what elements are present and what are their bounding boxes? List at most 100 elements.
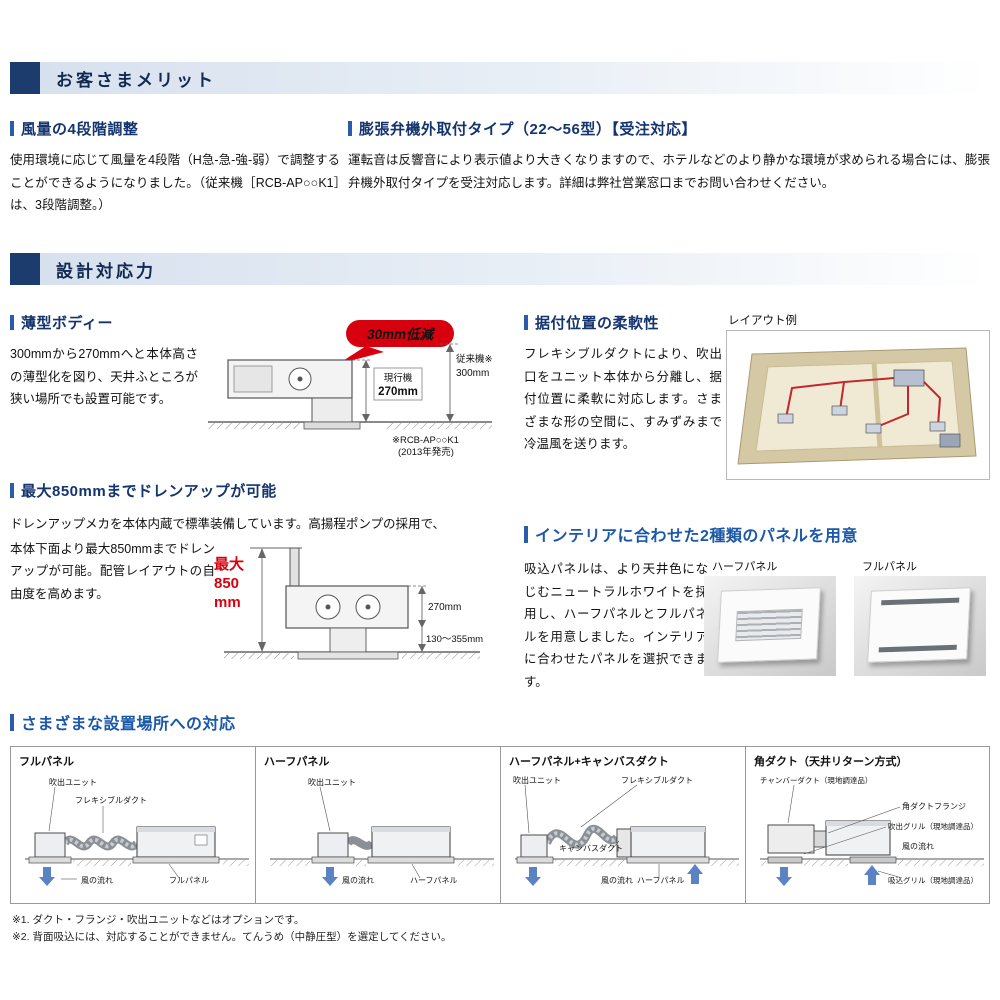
drain-pipe: [289, 547, 300, 587]
ceiling-panel: [297, 651, 399, 660]
heading-marker-icon: [524, 315, 528, 330]
diagram-label: 風の流れ: [81, 875, 113, 885]
footnote-2: ※2. 背面吸込には、対応することができません。てんうめ（中静圧型）を選定してく…: [12, 931, 452, 943]
cell-title: ハーフパネル: [264, 756, 330, 768]
cell-title: フルパネル: [19, 756, 74, 768]
diagram-label: 風の流れ: [601, 875, 633, 885]
outlet-panel: [311, 856, 355, 864]
flexibility-body: フレキシブルダクトにより、吹出口をユニット本体から分離し、据付位置に柔軟に対応し…: [524, 347, 722, 451]
model-note-line1: ※RCB-AP○○K1: [392, 435, 459, 446]
airflow-up-arrow-icon: [864, 865, 880, 885]
diagram-label: キャンバスダクト: [559, 843, 623, 853]
outlet-unit: [34, 832, 66, 858]
half-panel: [626, 856, 710, 864]
drain-up-block: 最大850mmまでドレンアップが可能 ドレンアップメカを本体内蔵で標準装備してい…: [10, 480, 510, 605]
install-cell-full-panel: フルパネル: [11, 747, 256, 903]
current-model-value: 270mm: [378, 386, 418, 398]
outlet-duct: [329, 627, 367, 653]
ceiling-panel: [303, 421, 361, 430]
diagram-label: チャンバーダクト（現地調達品）: [760, 775, 872, 785]
reduction-callout-label: 30mm低減: [367, 327, 436, 342]
legacy-model-label: 従来機※: [456, 353, 493, 365]
airflow-heading: 風量の4段階調整: [10, 118, 340, 139]
half-panel-image: [717, 587, 821, 663]
outlet-panel: [516, 856, 554, 864]
install-cell-square-duct: 角ダクト（天井リターン方式）: [746, 747, 991, 903]
drain-up-diagram: 270mm 130～355mm: [224, 547, 483, 660]
drain-up-heading: 最大850mmまでドレンアップが可能: [10, 480, 510, 501]
outlet-grille: [767, 856, 803, 864]
diagram-label: フルパネル: [169, 876, 209, 885]
flexibility-heading: 据付位置の柔軟性: [524, 312, 722, 333]
footnote-1: ※1. ダクト・フランジ・吹出ユニットなどはオプションです。: [12, 914, 305, 926]
heading-marker-icon: [10, 121, 14, 136]
diagram-label: 吹出ユニット: [513, 775, 561, 785]
unit-body: [285, 585, 409, 629]
thin-body-diagram: 30mm低減 現行機 270mm 従来機※ 300mm ※RCB-AP○○K1 …: [208, 320, 493, 458]
diagram-label: フレキシブルダクト: [621, 775, 693, 785]
partition-wall: [871, 361, 883, 449]
heading-marker-icon: [524, 525, 528, 543]
diagram-label: ハーフパネル: [410, 876, 458, 885]
ceiling-gap-dimension: 130～355mm: [426, 634, 483, 645]
half-panel-diagram: 吹出ユニット 風の流れ ハーフパネル: [270, 777, 494, 886]
outlet-panel: [28, 856, 72, 864]
thin-body-block: 薄型ボディー 300mmから270mmへと本体高さの薄型化を図り、天井ふところが…: [10, 312, 198, 411]
airflow-down-arrow-icon: [322, 867, 338, 886]
panels-block: インテリアに合わせた2種類のパネルを用意: [524, 522, 990, 546]
valve-heading: 膨張弁機外取付タイプ（22～56型）【受注対応】: [348, 118, 990, 139]
suction-grille: [735, 608, 803, 642]
current-model-box: [373, 367, 423, 401]
cell-title: 角ダクト（天井リターン方式）: [754, 756, 908, 768]
heading-marker-icon: [348, 121, 352, 136]
square-duct-flange: [813, 830, 827, 848]
thin-body-text: 300mmから270mmへと本体高さの薄型化を図り、天井ふところが狭い場所でも設…: [10, 347, 198, 406]
flexible-duct: [344, 836, 376, 850]
air-outlet: [777, 413, 794, 424]
unit-height-dimension: 270mm: [428, 602, 461, 613]
airflow-down-arrow-icon: [525, 867, 541, 886]
section-marker-icon: [10, 253, 40, 285]
air-outlet: [865, 423, 882, 434]
diagram-label: 吹出ユニット: [308, 777, 356, 787]
half-panel-photo: [704, 576, 836, 676]
panels-body: 吸込パネルは、より天井色になじむニュートラルホワイトを採用し、ハーフパネルとフル…: [524, 562, 708, 689]
drain-max-dimension-label: 最大850mm: [214, 556, 245, 611]
air-outlet: [831, 405, 848, 416]
install-heading: さまざまな設置場所への対応: [10, 710, 236, 734]
outlet-unit: [317, 832, 349, 858]
duct-line: [923, 381, 942, 427]
section-header-merit: お客さまメリット: [10, 62, 990, 94]
outlet-unit: [520, 834, 548, 858]
suction-slot: [878, 644, 957, 653]
outlet-duct: [311, 397, 353, 423]
airflow-down-arrow-icon: [776, 867, 792, 886]
layout-example-label: レイアウト例: [728, 315, 797, 327]
drain-up-body-rest: 本体下面より最大850mmまでドレンアップが可能。配管レイアウトの自由度を高めま…: [10, 541, 215, 601]
model-note-line2: (2013年発売): [398, 446, 454, 458]
cell-title: ハーフパネル+キャンバスダクト: [509, 756, 669, 768]
full-panel: [132, 856, 220, 864]
airflow-body: 使用環境に応じて風量を4段階（H急-急-強-弱）で調整することができるようになり…: [10, 153, 340, 212]
airflow-merit-block: 風量の4段階調整 使用環境に応じて風量を4段階（H急-急-強-弱）で調整すること…: [10, 118, 340, 217]
diagram-label: 吹出ユニット: [49, 777, 97, 787]
indoor-unit: [893, 369, 925, 387]
current-model-label: 現行機: [384, 372, 413, 384]
valve-body: 運転音は反響音により表示値より大きくなりますので、ホテルなどのより静かな環境が求…: [348, 153, 990, 190]
section-marker-icon: [10, 62, 40, 94]
panels-heading: インテリアに合わせた2種類のパネルを用意: [524, 522, 990, 546]
full-panel-diagram: 吹出ユニット フレキシブルダクト 風の流れ フルパネル: [25, 777, 249, 886]
section-title: 設計対応力: [56, 261, 156, 281]
diagram-label: 風の流れ: [902, 841, 934, 851]
install-cell-half-panel: ハーフパネル: [256, 747, 501, 903]
half-panel: [367, 856, 455, 864]
thin-body-heading: 薄型ボディー: [10, 312, 198, 333]
diagram-label: フレキシブルダクト: [75, 795, 147, 805]
diagram-label: ハーフパネル: [637, 876, 685, 885]
duct-line: [873, 386, 909, 429]
diagram-label: 角ダクトフランジ: [902, 801, 966, 811]
full-panel-image: [867, 587, 971, 663]
duct-line: [785, 381, 845, 419]
section-header-design: 設計対応力: [10, 253, 990, 285]
main-unit: [825, 820, 891, 856]
